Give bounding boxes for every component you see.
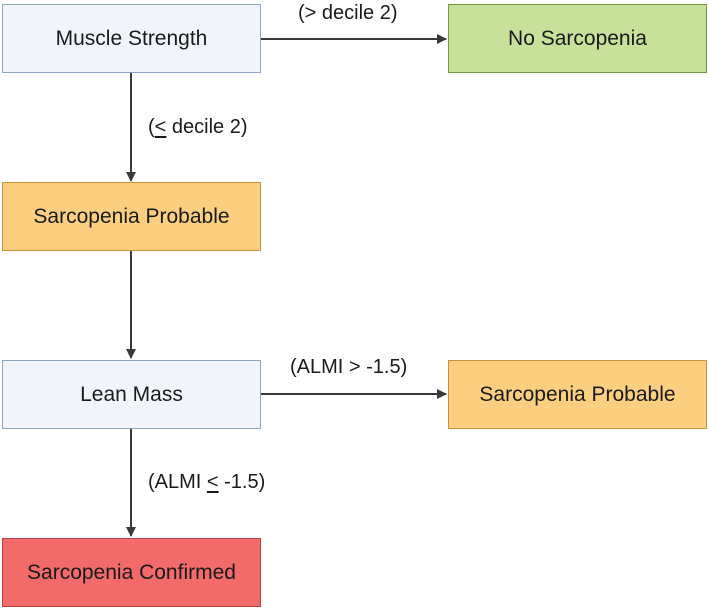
- node-sarcopenia-probable-2: Sarcopenia Probable: [448, 360, 707, 429]
- node-lean-mass-label: Lean Mass: [80, 382, 183, 406]
- node-sarcopenia-probable: Sarcopenia Probable: [2, 182, 261, 251]
- node-no-sarcopenia: No Sarcopenia: [448, 4, 707, 73]
- edge-label-almi-le-open: (ALMI: [148, 471, 207, 493]
- node-sarcopenia-probable-label: Sarcopenia Probable: [33, 204, 230, 228]
- edge-label-gt-decile: (> decile 2): [298, 2, 398, 24]
- edge-label-le-decile-rest: decile 2): [166, 116, 248, 138]
- edge-label-le-decile-symbol: <: [154, 116, 167, 138]
- edge-label-almi-le-symbol: <: [206, 471, 219, 493]
- edge-label-le-decile: (< decile 2): [148, 117, 248, 137]
- edge-label-le-decile-open: (: [148, 116, 155, 138]
- node-muscle-strength: Muscle Strength: [2, 4, 261, 73]
- node-sarcopenia-probable-2-label: Sarcopenia Probable: [479, 382, 676, 406]
- edge-label-almi-le-rest: -1.5): [218, 471, 266, 493]
- node-muscle-strength-label: Muscle Strength: [55, 26, 208, 50]
- edge-label-almi-le: (ALMI < -1.5): [148, 472, 265, 492]
- node-sarcopenia-confirmed: Sarcopenia Confirmed: [2, 538, 261, 607]
- node-no-sarcopenia-label: No Sarcopenia: [508, 26, 647, 50]
- edge-label-almi-gt: (ALMI > -1.5): [290, 356, 408, 378]
- node-sarcopenia-confirmed-label: Sarcopenia Confirmed: [27, 560, 236, 584]
- node-lean-mass: Lean Mass: [2, 360, 261, 429]
